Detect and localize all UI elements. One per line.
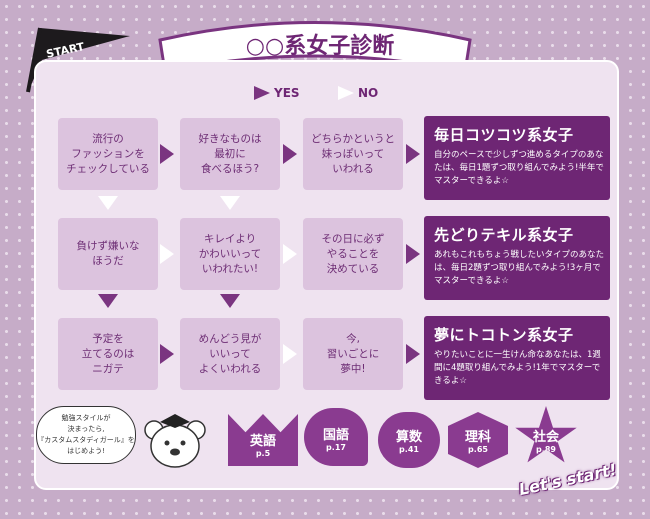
result-desc: あれもこれもちょう戦したいタイプのあなたは、毎日2題ずつ取り組んでみよう!3ヶ月… (434, 250, 605, 286)
yes-legend: YES (254, 86, 300, 100)
result-title: 毎日コツコツ系女子 (434, 126, 574, 144)
question-box: キレイより かわいいって いわれたい! (180, 218, 280, 290)
result-box: 夢にトコトン系女子 やりたいことに一生けん命なあなたは、1週間に4題取り組んでみ… (424, 316, 610, 400)
result-desc: 自分のペースで少しずつ進めるタイプのあなたは、毎日1題ずつ取り組んでみよう!半年… (434, 150, 604, 186)
page-title: ○○系女子診断 (245, 34, 395, 59)
question-box: 好きなものは 最初に 食べるほう? (180, 118, 280, 190)
result-title: 夢にトコトン系女子 (434, 326, 574, 344)
subject-badge-japanese[interactable]: 国語 p.17 (304, 408, 368, 466)
no-arrow-icon (283, 244, 297, 264)
start-flag (26, 27, 130, 93)
question-box: 今, 習いごとに 夢中! (303, 318, 403, 390)
yes-arrow-icon (220, 294, 240, 308)
yes-arrow-icon (254, 86, 270, 100)
question-box: めんどう見が いいって よくいわれる (180, 318, 280, 390)
question-box: 負けず嫌いな ほうだ (58, 218, 158, 290)
result-box: 毎日コツコツ系女子 自分のペースで少しずつ進めるタイプのあなたは、毎日1題ずつ取… (424, 116, 610, 200)
no-arrow-icon (220, 196, 240, 210)
question-box: その日に必ず やることを 決めている (303, 218, 403, 290)
question-box: どちらかというと 妹っぽいって いわれる (303, 118, 403, 190)
subject-badge-science[interactable]: 理科 p.65 (448, 412, 508, 468)
yes-arrow-icon (406, 244, 420, 264)
bear-mascot-icon (144, 414, 206, 468)
no-arrow-icon (283, 344, 297, 364)
no-arrow-icon (98, 196, 118, 210)
subject-badge-math[interactable]: 算数 p.41 (378, 412, 440, 468)
no-arrow-icon (160, 244, 174, 264)
result-title: 先どりテキル系女子 (434, 226, 574, 244)
speech-bubble: 勉強スタイルが 決まったら, 『カスタムスタディガール』を はじめよう! (36, 406, 136, 464)
result-box: 先どりテキル系女子 あれもこれもちょう戦したいタイプのあなたは、毎日2題ずつ取り… (424, 216, 610, 300)
no-arrow-icon (338, 86, 354, 100)
yes-arrow-icon (160, 344, 174, 364)
result-desc: やりたいことに一生けん命なあなたは、1週間に4題取り組んでみよう!1年でマスター… (434, 350, 601, 386)
yes-arrow-icon (98, 294, 118, 308)
question-box: 流行の ファッションを チェックしている (58, 118, 158, 190)
yes-arrow-icon (160, 144, 174, 164)
yes-arrow-icon (406, 344, 420, 364)
no-legend: NO (338, 86, 378, 100)
question-box: 予定を 立てるのは ニガテ (58, 318, 158, 390)
yes-arrow-icon (283, 144, 297, 164)
yes-arrow-icon (406, 144, 420, 164)
